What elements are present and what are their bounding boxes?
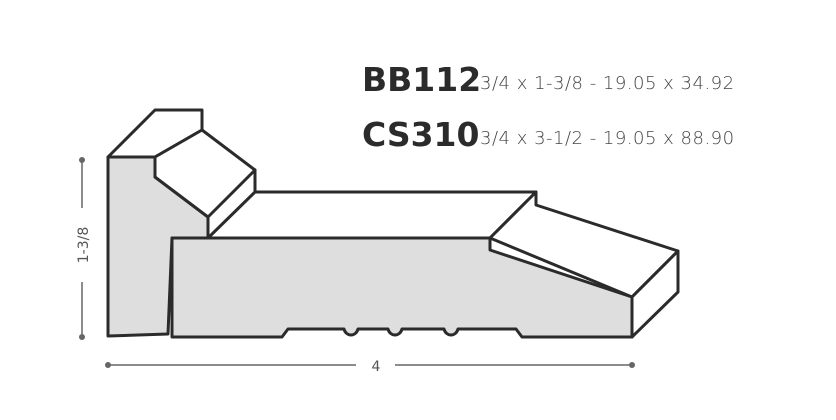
- dimension-endpoint: [105, 362, 111, 368]
- casing-profile: [170, 190, 680, 339]
- casing-top-face: [206, 190, 538, 240]
- casing-section-face: [170, 236, 634, 339]
- height-dimension-label: 1-3/8: [76, 227, 92, 264]
- dimension-endpoint: [79, 334, 85, 340]
- dimension-endpoint: [79, 157, 85, 163]
- height-dimension: 1-3/8: [76, 157, 92, 340]
- spec-code: CS310: [362, 115, 479, 154]
- spec-list: BB112 3/4 x 1-3/8 - 19.05 x 34.92 CS310 …: [362, 60, 735, 154]
- dimension-endpoint: [629, 362, 635, 368]
- spec-dimensions: 3/4 x 1-3/8 - 19.05 x 34.92: [480, 73, 735, 94]
- spec-row-bb112: BB112 3/4 x 1-3/8 - 19.05 x 34.92: [362, 60, 735, 99]
- backband-profile: [106, 108, 257, 338]
- width-dimension: 4: [105, 359, 635, 375]
- backband-top-face: [106, 108, 204, 159]
- width-dimension-label: 4: [372, 359, 381, 375]
- casing-bevel-face: [488, 190, 680, 299]
- spec-row-cs310: CS310 3/4 x 3-1/2 - 19.05 x 88.90: [362, 115, 735, 154]
- backband-step-face: [153, 128, 257, 219]
- spec-code: BB112: [362, 60, 481, 99]
- spec-dimensions: 3/4 x 3-1/2 - 19.05 x 88.90: [480, 128, 735, 149]
